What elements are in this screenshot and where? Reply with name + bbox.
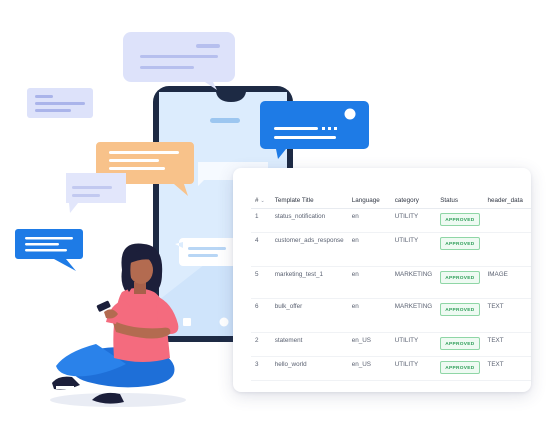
row-id: 2 <box>255 337 259 344</box>
status-badge: APPROVED <box>440 271 480 284</box>
row-category: UTILITY <box>394 361 419 368</box>
row-language: en <box>351 271 359 278</box>
status-badge: APPROVED <box>440 337 480 350</box>
row-category: MARKETING <box>394 303 433 310</box>
row-title: statement <box>274 337 303 344</box>
chat-bubble-icon <box>123 32 235 90</box>
row-id: 5 <box>255 271 259 278</box>
chat-bubble-icon <box>66 173 126 213</box>
templates-table: #⌄ Template Title Language category Stat… <box>251 192 531 381</box>
table-row[interactable]: 4 customer_ads_response en UTILITY APPRO… <box>251 232 531 267</box>
row-language: en <box>351 213 359 220</box>
row-header-data: IMAGE <box>487 271 508 278</box>
column-header-category[interactable]: category <box>390 192 437 209</box>
column-header-title[interactable]: Template Title <box>270 192 348 209</box>
row-language: en <box>351 237 359 244</box>
row-language: en_US <box>351 337 371 344</box>
row-id: 3 <box>255 361 259 368</box>
column-header-id[interactable]: #⌄ <box>251 192 271 209</box>
person-illustration <box>52 243 179 404</box>
table-row[interactable]: 6 bulk_offer en MARKETING APPROVED TEXT <box>251 298 531 333</box>
row-header-data: TEXT <box>487 303 504 310</box>
column-header-header-data[interactable]: header_data <box>483 192 531 209</box>
status-badge: APPROVED <box>440 237 480 250</box>
row-id: 6 <box>255 303 259 310</box>
row-category: UTILITY <box>394 237 419 244</box>
row-category: UTILITY <box>394 337 419 344</box>
row-header-data <box>488 233 527 237</box>
column-header-status[interactable]: Status <box>436 192 484 209</box>
chat-bubble-icon <box>260 101 369 159</box>
templates-table-card: #⌄ Template Title Language category Stat… <box>233 168 531 392</box>
table-row[interactable]: 3 hello_world en_US UTILITY APPROVED TEX… <box>251 356 531 381</box>
row-language: en_US <box>351 361 371 368</box>
row-title: marketing_test_1 <box>274 271 324 278</box>
row-id: 4 <box>255 237 259 244</box>
row-header-data: TEXT <box>487 337 504 344</box>
row-title: status_notification <box>274 213 326 220</box>
row-title: customer_ads_response <box>274 237 344 244</box>
chat-bubble-icon <box>27 88 93 118</box>
chat-bubble-icon <box>15 229 83 271</box>
row-header-data: TEXT <box>487 361 504 368</box>
row-language: en <box>351 303 359 310</box>
row-title: bulk_offer <box>274 303 303 310</box>
status-badge: APPROVED <box>440 361 480 374</box>
status-badge: APPROVED <box>440 213 480 226</box>
table-row[interactable]: 2 statement en_US UTILITY APPROVED TEXT <box>251 332 531 357</box>
column-header-language[interactable]: Language <box>347 192 391 209</box>
row-id: 1 <box>255 213 259 220</box>
row-title: hello_world <box>274 361 307 368</box>
chevron-down-icon[interactable]: ⌄ <box>260 197 265 204</box>
table-row[interactable]: 5 marketing_test_1 en MARKETING APPROVED… <box>251 266 531 299</box>
row-header-data <box>488 209 527 213</box>
table-row[interactable]: 1 status_notification en UTILITY APPROVE… <box>251 208 531 233</box>
table-header-row: #⌄ Template Title Language category Stat… <box>251 192 531 209</box>
row-category: MARKETING <box>394 271 433 278</box>
status-badge: APPROVED <box>440 303 480 316</box>
row-category: UTILITY <box>394 213 419 220</box>
